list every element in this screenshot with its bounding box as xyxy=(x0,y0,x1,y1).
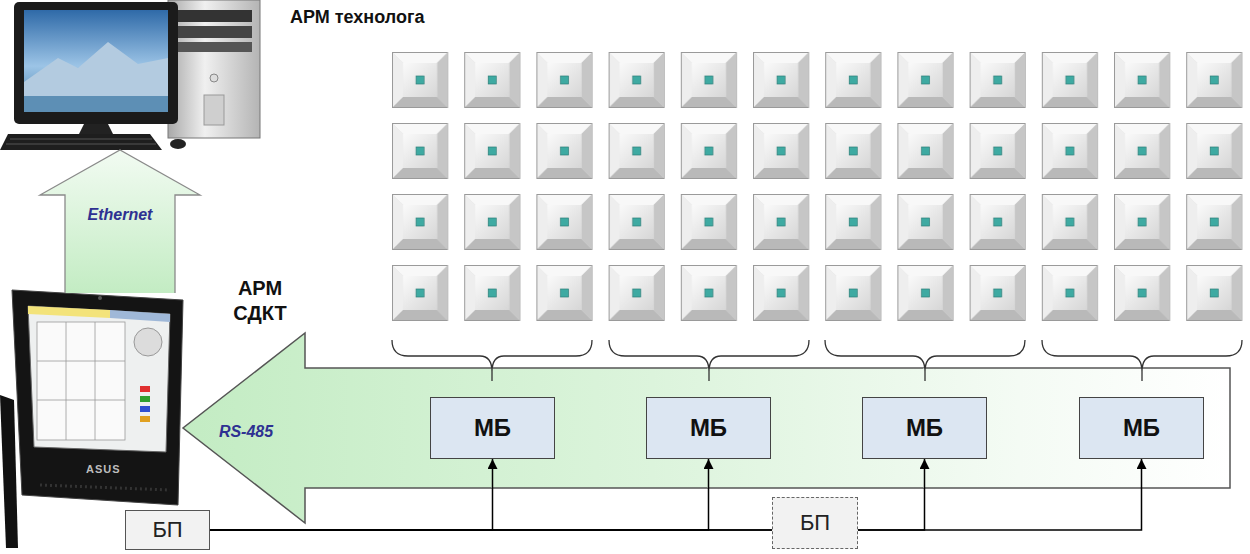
tablet-computer xyxy=(140,416,150,422)
tablet-computer xyxy=(28,306,170,452)
tablet-computer xyxy=(98,296,102,300)
power-line xyxy=(210,459,709,530)
desktop-computer xyxy=(176,26,252,38)
desktop-computer xyxy=(204,95,224,125)
module-block: МБ xyxy=(430,397,555,459)
block-label: МБ xyxy=(906,413,943,443)
power-supply-optional: БП xyxy=(772,497,858,549)
tablet-computer xyxy=(66,322,67,440)
desktop-computer xyxy=(24,42,168,112)
desktop-computer xyxy=(14,2,178,124)
tablet-computer xyxy=(28,306,110,318)
desktop-computer xyxy=(24,10,168,112)
desktop-computer xyxy=(0,0,260,150)
tablet-computer xyxy=(140,396,150,402)
tablet-computer xyxy=(110,310,170,322)
tablet-computer xyxy=(140,386,150,392)
group-brace xyxy=(609,340,809,381)
tablet-computer xyxy=(0,395,18,548)
ethernet-arrow-outline xyxy=(40,150,200,293)
desktop-computer xyxy=(6,144,156,145)
brand-logo: ASUS xyxy=(86,463,121,475)
desktop-computer xyxy=(176,10,252,22)
tablet-computer xyxy=(140,406,150,412)
tablet-computer xyxy=(37,361,125,362)
power-line xyxy=(210,459,493,530)
desktop-computer xyxy=(176,42,252,52)
desktop-computer xyxy=(170,139,186,149)
module-block: МБ xyxy=(862,397,987,459)
power-line xyxy=(210,459,709,530)
tablet-computer xyxy=(37,322,125,440)
block-label: МБ xyxy=(1123,413,1160,443)
tablet-computer xyxy=(95,322,96,440)
desktop-computer xyxy=(0,134,162,150)
power-line xyxy=(210,459,493,530)
block-label: МБ xyxy=(474,413,511,443)
group-brace xyxy=(392,340,592,381)
workstation-label: АРМ технолога xyxy=(290,6,424,29)
group-brace xyxy=(1042,340,1242,381)
ethernet-arrow xyxy=(40,150,200,293)
workstation-label: АРМ СДКТ xyxy=(218,276,302,326)
block-label: БП xyxy=(800,509,830,537)
module-block: МБ xyxy=(1079,397,1204,459)
desktop-computer xyxy=(168,0,260,138)
desktop-computer xyxy=(10,139,152,140)
tablet-computer xyxy=(37,400,125,401)
power-line xyxy=(210,459,1142,530)
desktop-computer xyxy=(24,96,168,112)
tablet-computer xyxy=(134,328,162,356)
tablet-computer xyxy=(40,485,170,490)
tablet-computer xyxy=(12,290,183,505)
desktop-workstation: АРМ технолога xyxy=(0,0,270,150)
block-label: БП xyxy=(152,516,182,544)
group-brace xyxy=(392,340,1242,381)
desktop-computer xyxy=(210,74,218,82)
group-brace xyxy=(825,340,1025,381)
ethernet-arrow-fill xyxy=(40,150,200,293)
desktop-computer xyxy=(79,124,113,134)
power-supply: БП xyxy=(125,510,210,550)
bus-label: RS-485 xyxy=(219,423,273,441)
sensor-grid xyxy=(392,52,1243,322)
link-label: Ethernet xyxy=(88,206,153,224)
module-block: МБ xyxy=(646,397,771,459)
block-label: МБ xyxy=(690,413,727,443)
power-line xyxy=(210,459,1142,530)
